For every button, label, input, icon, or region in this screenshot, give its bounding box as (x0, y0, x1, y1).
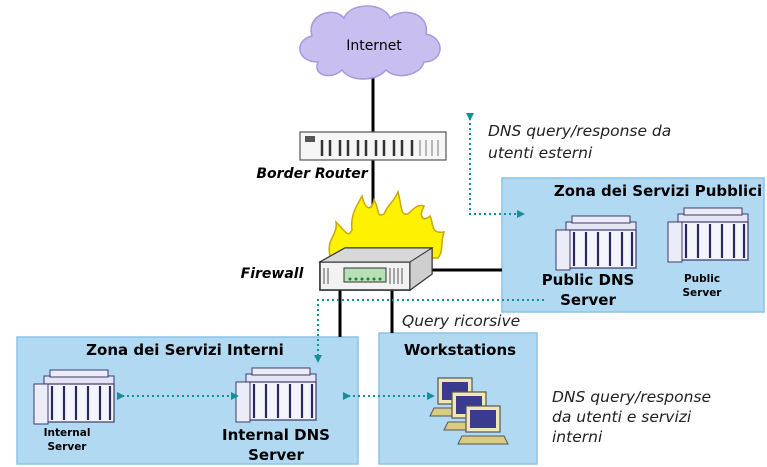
recursive-query-note: Query ricorsive (402, 312, 520, 330)
internal-server-label-line1: Internal (44, 427, 91, 439)
internal-dns-server-label-line1: Internal DNS (222, 426, 330, 444)
recursive-query-arrow (314, 299, 544, 363)
internal-dns-server-icon (234, 366, 318, 424)
internal-dns-note-line3: interni (552, 428, 603, 446)
public-dns-server-icon (554, 214, 638, 272)
firewall-box-icon (318, 247, 434, 291)
public-server-icon (666, 206, 750, 264)
internal-dns-server-label-line2: Server (248, 446, 304, 464)
firewall-flame-icon (328, 189, 446, 259)
workstations-zone-title: Workstations (404, 341, 516, 359)
internal-server-icon (32, 368, 116, 426)
internal-server-label-line2: Server (47, 441, 87, 453)
public-dns-server-label-line2: Server (560, 291, 616, 309)
public-server-label-line1: Public (684, 273, 720, 285)
border-router-label: Border Router (256, 166, 368, 182)
internal-zone-title: Zona dei Servizi Interni (86, 341, 284, 359)
external-dns-note-line1: DNS query/response da (488, 122, 671, 140)
border-router-icon (299, 131, 447, 161)
public-dns-server-label-line1: Public DNS (542, 271, 635, 289)
internal-dns-note-line1: DNS query/response (552, 388, 711, 406)
firewall-label: Firewall (241, 266, 304, 282)
public-server-label-line2: Server (682, 287, 722, 299)
internet-cloud-icon (299, 5, 441, 80)
internal-dns-note-line2: da utenti e servizi (552, 408, 692, 426)
external-dns-note-line2: utenti esterni (488, 144, 593, 162)
external-dns-flow-arrow (466, 113, 525, 218)
internet-label: Internet (346, 38, 402, 54)
public-zone-title: Zona dei Servizi Pubblici (554, 182, 762, 200)
